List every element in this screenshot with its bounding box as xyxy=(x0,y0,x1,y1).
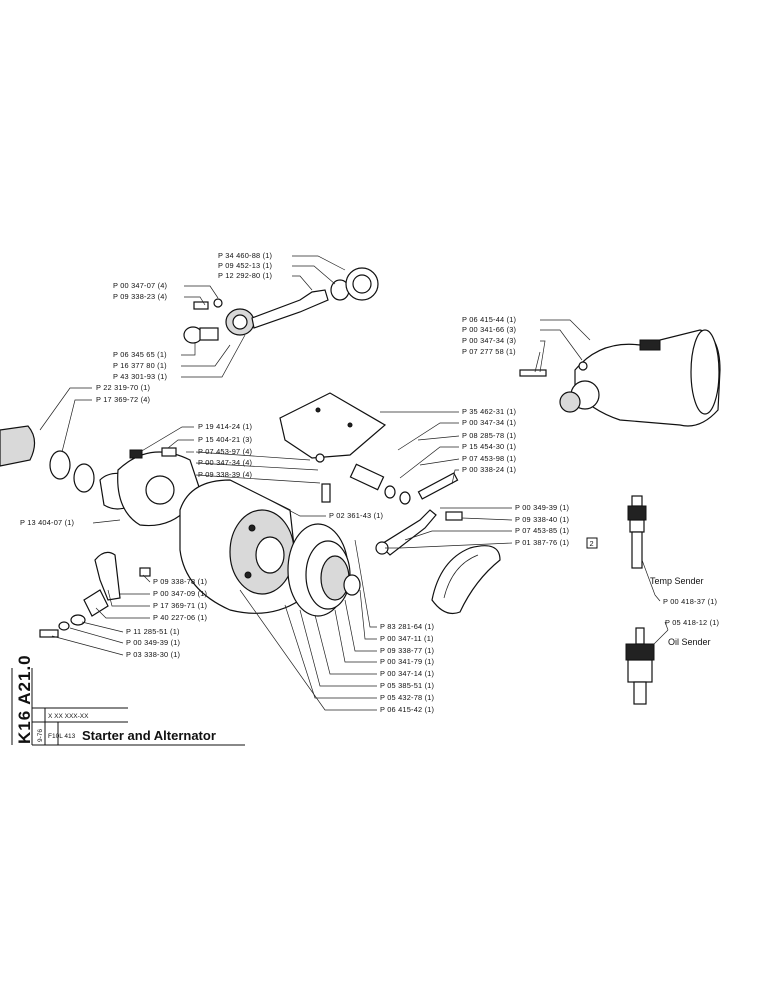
part-label: P 09 338-77 (1) xyxy=(380,646,434,655)
part-number-placeholder: X XX XXX-XX xyxy=(48,713,89,720)
v-belt xyxy=(431,545,501,615)
part-label: P 00 347-34 (1) xyxy=(462,418,516,427)
part-label: P 19 414-24 (1) xyxy=(198,422,252,431)
tension-bolt-set xyxy=(321,463,463,521)
mounting-bracket xyxy=(279,392,387,463)
model-name: F10L 413 xyxy=(48,733,76,740)
part-label: P 09 338-23 (4) xyxy=(113,292,167,301)
starter-motor xyxy=(519,329,721,427)
drawing-code: K16 A21.0 xyxy=(15,654,34,744)
exploded-view-illustration xyxy=(0,267,721,705)
leader-lines xyxy=(39,255,669,711)
part-label: P 17 369-71 (1) xyxy=(153,601,207,610)
part-label: P 09 338-40 (1) xyxy=(515,515,569,524)
part-label: P 07 277 58 (1) xyxy=(462,347,516,356)
part-labels: P 34 460-88 (1) P 09 452-13 (1) P 12 292… xyxy=(20,251,719,714)
part-label: P 00 341-66 (3) xyxy=(462,325,516,334)
part-label: P 00 347-07 (4) xyxy=(113,281,167,290)
part-label: P 09 338-39 (4) xyxy=(198,470,252,479)
alternator-body xyxy=(179,479,301,614)
part-label: P 06 415-42 (1) xyxy=(380,705,434,714)
part-label: P 00 347-11 (1) xyxy=(380,634,434,643)
part-label: P 35 462-31 (1) xyxy=(462,407,516,416)
part-label: P 08 285-78 (1) xyxy=(462,431,516,440)
part-label: P 00 347-14 (1) xyxy=(380,669,434,678)
part-label: P 00 418-37 (1) xyxy=(663,597,717,606)
part-label: P 07 453-97 (4) xyxy=(198,447,252,456)
part-label: P 00 338-24 (1) xyxy=(462,465,516,474)
revision-date: 9-76 xyxy=(37,729,44,742)
part-label: P 22 319-70 (1) xyxy=(96,383,150,392)
part-label: P 00 347-09 (1) xyxy=(153,589,207,598)
drive-spindle-assembly xyxy=(183,267,379,344)
part-label: P 09 452-13 (1) xyxy=(218,261,272,270)
hose-and-clamps xyxy=(0,425,141,510)
part-label: P 00 349-39 (1) xyxy=(515,503,569,512)
part-label: P 13 404-07 (1) xyxy=(20,518,74,527)
temp-sender-label: Temp Sender xyxy=(650,576,704,586)
part-label: P 16 377 80 (1) xyxy=(113,361,167,370)
temp-sender-part xyxy=(627,495,656,596)
part-label: P 05 432-78 (1) xyxy=(380,693,434,702)
part-label: P 15 454-30 (1) xyxy=(462,442,516,451)
adjusting-strap xyxy=(375,509,437,556)
part-label: P 40 227-06 (1) xyxy=(153,613,207,622)
part-label: P 05 385-51 (1) xyxy=(380,681,434,690)
fan-and-pulley xyxy=(287,523,361,617)
part-label: P 00 347-34 (3) xyxy=(462,336,516,345)
part-label: P 83 281-64 (1) xyxy=(380,622,434,631)
part-label: P 02 361-43 (1) xyxy=(329,511,383,520)
part-label: P 00 341-79 (1) xyxy=(380,657,434,666)
part-label: P 07 453-98 (1) xyxy=(462,454,516,463)
page-title: Starter and Alternator xyxy=(82,728,216,743)
part-label: P 07 453-85 (1) xyxy=(515,526,569,535)
part-label: P 09 338-78 (1) xyxy=(153,577,207,586)
part-label: P 43 301-93 (1) xyxy=(113,372,167,381)
part-label: P 17 369-72 (4) xyxy=(96,395,150,404)
part-label: P 06 415-44 (1) xyxy=(462,315,516,324)
clip-assembly xyxy=(39,551,151,638)
part-label: P 06 345 65 (1) xyxy=(113,350,167,359)
part-label: P 11 285-51 (1) xyxy=(126,627,180,636)
part-label: P 03 338-30 (1) xyxy=(126,650,180,659)
oil-sender-part xyxy=(625,627,669,705)
box-number: 2 xyxy=(590,539,594,548)
part-label: P 15 404-21 (3) xyxy=(198,435,252,444)
part-label: P 34 460-88 (1) xyxy=(218,251,272,260)
oil-sender-label: Oil Sender xyxy=(668,637,711,647)
title-block: K16 A21.0 9-76 X XX XXX-XX F10L 413 Star… xyxy=(11,654,245,746)
part-label: P 12 292-80 (1) xyxy=(218,271,272,280)
part-label: P 00 347-34 (4) xyxy=(198,458,252,467)
box-number-frame xyxy=(586,537,598,549)
part-label: P 01 387-76 (1) xyxy=(515,538,569,547)
part-label: P 00 349-39 (1) xyxy=(126,638,180,647)
part-label: P 05 418-12 (1) xyxy=(665,618,719,627)
